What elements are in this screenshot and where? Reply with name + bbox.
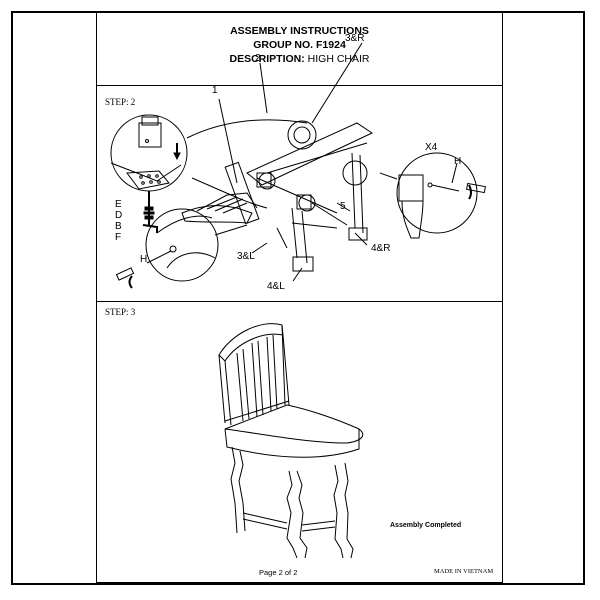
callout-3l: 3&L (237, 251, 255, 262)
callout-3r: 3&R (345, 33, 364, 44)
step2-label: STEP: 2 (105, 97, 136, 107)
leg-detail-circle (396, 152, 478, 234)
callout-5: 5 (340, 201, 346, 212)
callout-f: F (115, 232, 121, 243)
callout-d: D (115, 210, 122, 221)
callout-h-right: H (454, 156, 461, 167)
instruction-sheet: ASSEMBLY INSTRUCTIONS GROUP NO. F1924 DE… (96, 12, 503, 583)
callout-e: E (115, 199, 122, 210)
group-number: GROUP NO. F1924 (253, 39, 346, 51)
chair-seat (224, 404, 364, 444)
step-divider (97, 301, 502, 302)
made-in-label: MADE IN VIETNAM (434, 568, 494, 575)
description-label: DESCRIPTION: (229, 53, 305, 65)
callout-b: B (115, 221, 122, 232)
chair-frame-upside-down (181, 122, 374, 272)
rail-joint-detail (115, 215, 216, 281)
callout-4r: 4&R (371, 243, 390, 254)
leg-bracket-detail (110, 116, 182, 190)
joint-detail-circle (287, 120, 317, 150)
description-line: DESCRIPTION: HIGH CHAIR (97, 52, 502, 66)
step3-label: STEP: 3 (105, 307, 136, 317)
back-leg-left (230, 446, 238, 534)
assembled-chair-drawing (218, 323, 364, 559)
callout-x4: X4 (425, 142, 438, 153)
callout-2: 2 (255, 53, 261, 64)
callout-h-left: H (140, 254, 147, 265)
leg-joint-detail (398, 174, 486, 239)
assembly-completed-note: Assembly Completed (390, 522, 462, 529)
callout-1: 1 (212, 85, 218, 96)
front-leg-right (333, 464, 344, 559)
header-title: ASSEMBLY INSTRUCTIONS (230, 25, 369, 37)
step2-exploded-diagram: 1 2 3&R X4 H E D B F 5 3&L 4&R H 4&L (110, 33, 486, 292)
rail-detail-circle (145, 208, 219, 282)
back-slat (236, 352, 244, 422)
page-number: Page 2 of 2 (259, 568, 298, 577)
callout-4l: 4&L (267, 281, 285, 292)
front-leg-left (286, 470, 298, 559)
sheet-header: ASSEMBLY INSTRUCTIONS GROUP NO. F1924 DE… (97, 13, 502, 86)
